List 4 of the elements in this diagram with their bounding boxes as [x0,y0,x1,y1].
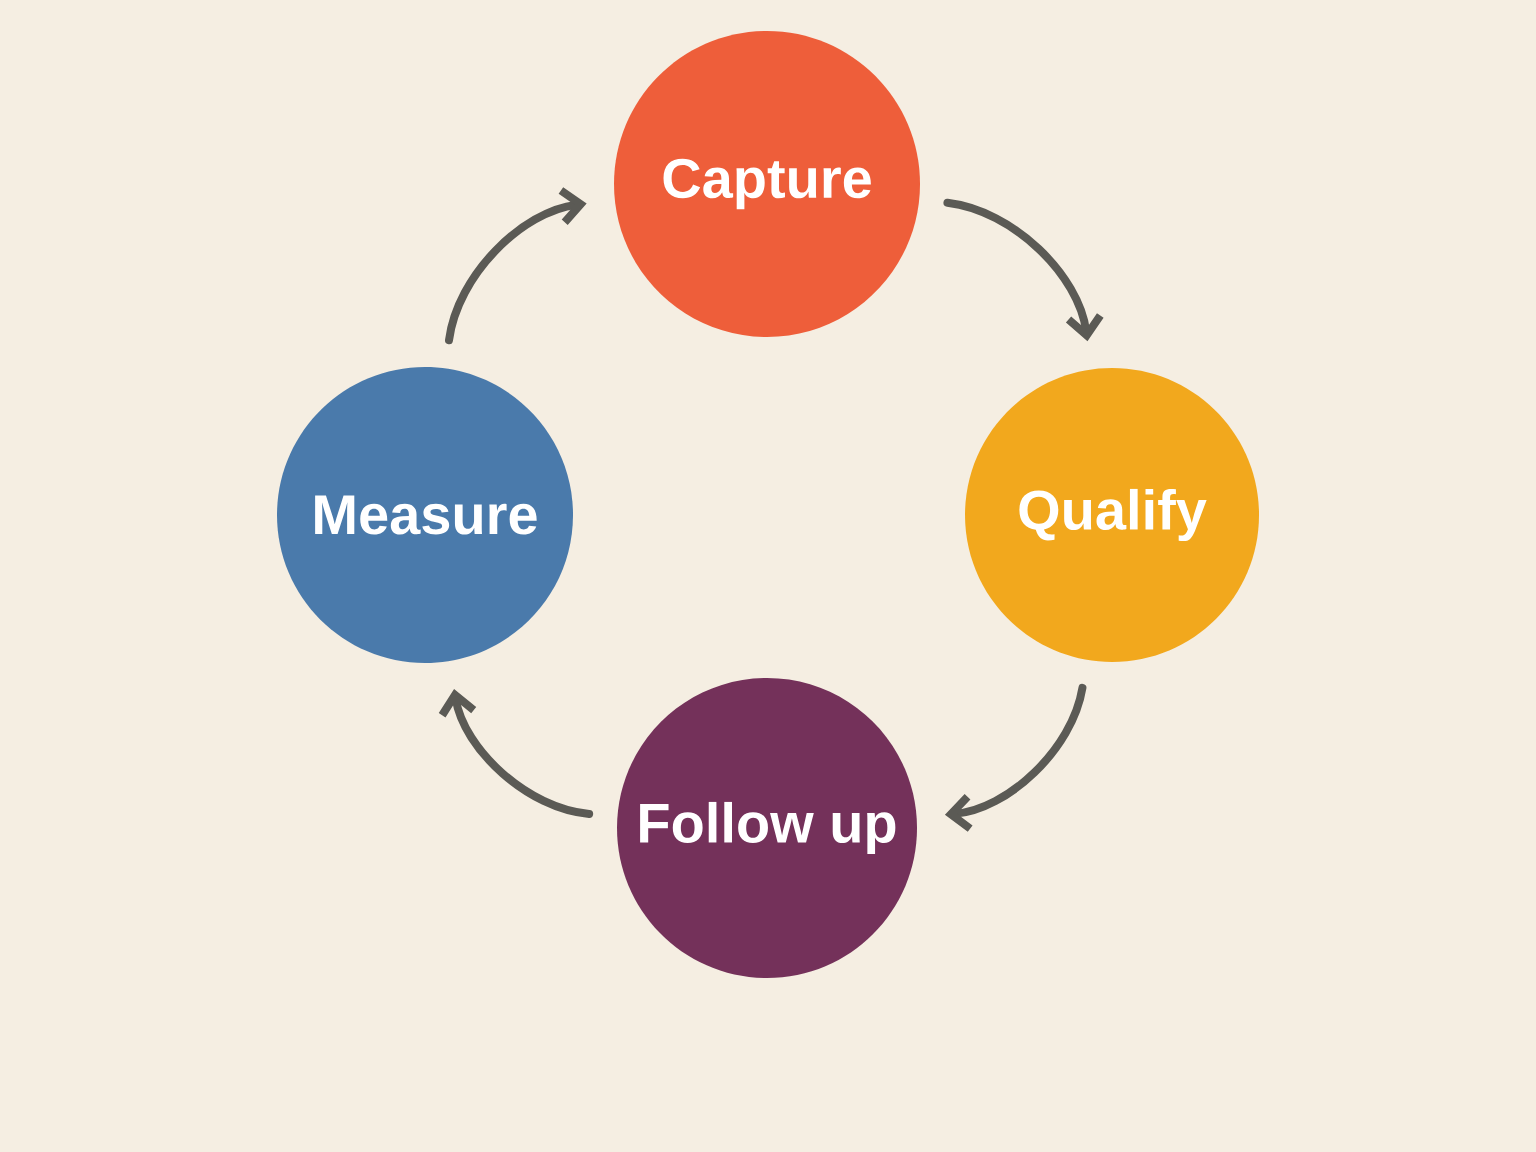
arrow [943,198,1104,342]
arrow [944,683,1087,832]
arrow [438,688,594,818]
arrow [445,187,587,345]
